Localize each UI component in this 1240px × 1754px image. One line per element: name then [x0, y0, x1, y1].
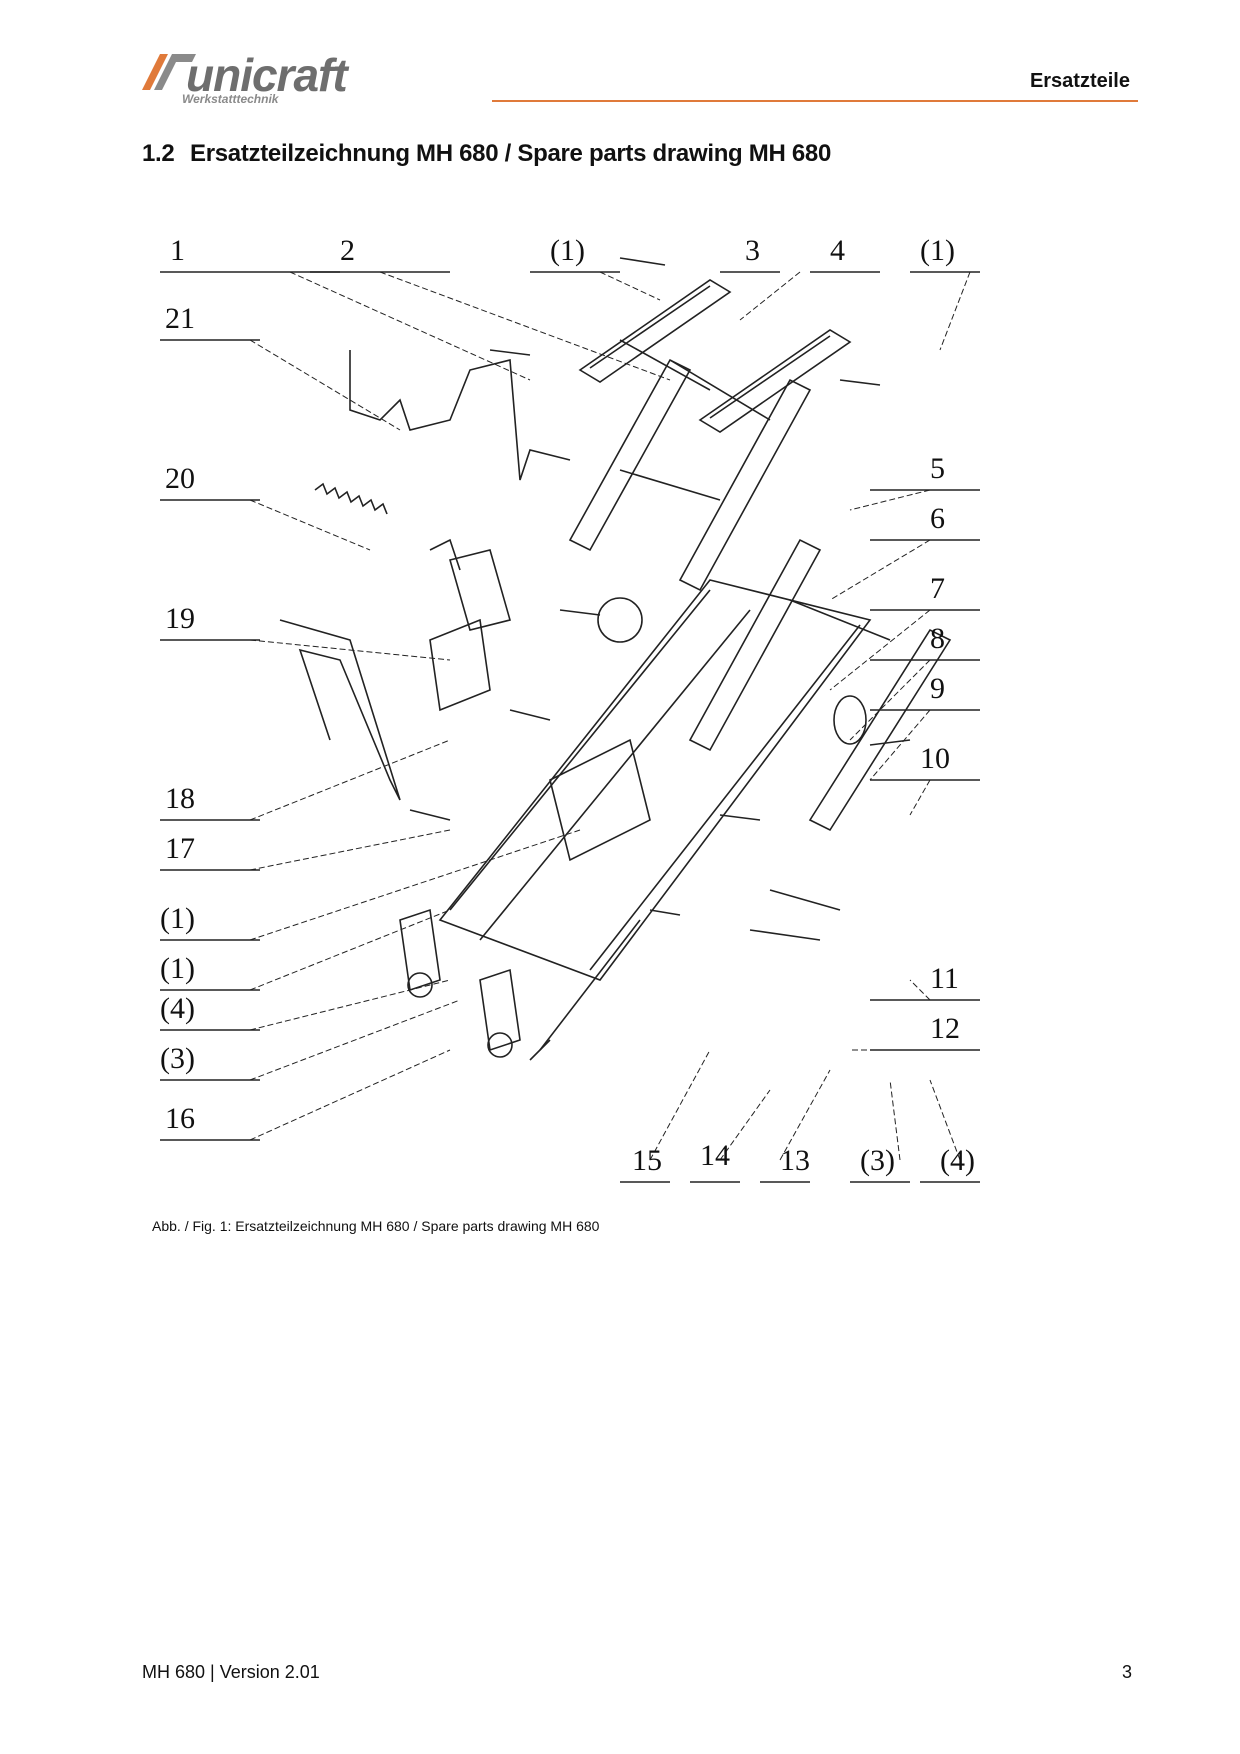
header-section-title: Ersatzteile	[1029, 70, 1130, 92]
callout-11: 11	[930, 962, 959, 995]
callout-1d: (1)	[160, 902, 195, 935]
chassis	[438, 358, 952, 981]
callout-19: 19	[165, 602, 195, 635]
logo-subtitle: Werkstatttechnik	[182, 92, 279, 106]
callout-3: 3	[745, 234, 760, 267]
callout-1e: (1)	[160, 952, 195, 985]
callout-6: 6	[930, 502, 945, 535]
callout-3c: (3)	[860, 1144, 895, 1177]
callout-labels: 1 2 (1) 3 4 (1) 21 20 5 6 19 7 8 9 18 10…	[160, 234, 975, 1177]
footer-page-number: 3	[1121, 1662, 1132, 1682]
callout-5: 5	[930, 452, 945, 485]
figure-caption: Abb. / Fig. 1: Ersatzteilzeichnung MH 68…	[152, 1218, 600, 1234]
callout-3b: (3)	[160, 1042, 195, 1075]
callout-1: 1	[170, 234, 185, 267]
callout-14: 14	[700, 1139, 730, 1172]
callout-20: 20	[165, 462, 195, 495]
heading-number: 1.2	[142, 140, 175, 167]
callout-7: 7	[930, 572, 945, 605]
callout-18: 18	[165, 782, 195, 815]
logo-mark-icon	[142, 54, 196, 90]
callout-1b: (1)	[550, 234, 585, 267]
ramp-parts	[578, 279, 852, 433]
callout-4: 4	[830, 234, 845, 267]
footer-model-version: MH 680 | Version 2.01	[142, 1662, 320, 1682]
heading-title: Ersatzteilzeichnung MH 680 / Spare parts…	[190, 140, 832, 167]
callout-15: 15	[632, 1144, 662, 1177]
callout-13: 13	[780, 1144, 810, 1177]
callout-10: 10	[920, 742, 950, 775]
page-heading: 1.2 Ersatzteilzeichnung MH 680 / Spare pa…	[142, 140, 831, 168]
spare-parts-drawing: 1 2 (1) 3 4 (1) 21 20 5 6 19 7 8 9 18 10…	[160, 234, 980, 1183]
callout-8: 8	[930, 622, 945, 655]
callout-16: 16	[165, 1102, 195, 1135]
callout-21: 21	[165, 302, 195, 335]
logo-wordmark: unicraft	[186, 49, 348, 101]
unicraft-logo: unicraft Werkstatttechnik	[138, 46, 378, 106]
header-divider	[492, 100, 1138, 102]
callout-9: 9	[930, 672, 945, 705]
callout-4b: (4)	[160, 992, 195, 1025]
callout-1c: (1)	[920, 234, 955, 267]
callout-17: 17	[165, 832, 195, 865]
callout-4c: (4)	[940, 1144, 975, 1177]
callout-12: 12	[930, 1012, 960, 1045]
callout-2: 2	[340, 234, 355, 267]
